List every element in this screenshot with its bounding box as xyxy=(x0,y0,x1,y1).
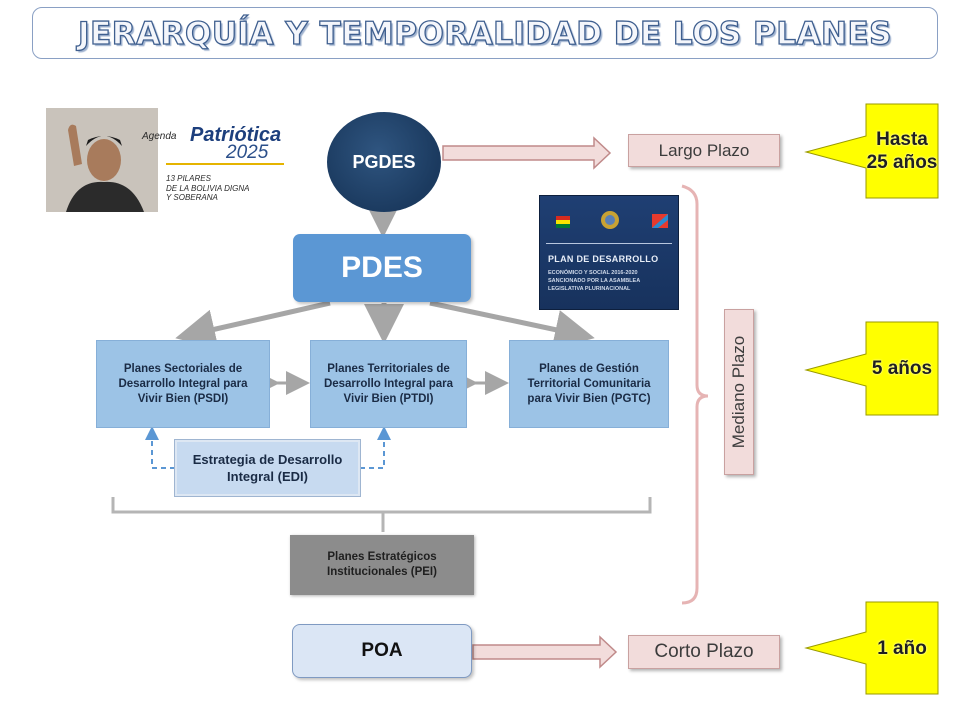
arrow-poa-corto-plazo xyxy=(472,635,618,669)
largo-plazo-box: Largo Plazo xyxy=(628,134,780,167)
node-edi: Estrategia de Desarrollo Integral (EDI) xyxy=(174,439,361,497)
node-ptdi-label: Planes Territoriales de Desarrollo Integ… xyxy=(323,362,454,405)
arrow-pdes-psdi xyxy=(175,300,331,349)
largo-plazo-label: Largo Plazo xyxy=(658,140,750,160)
agenda-label: Agenda xyxy=(142,131,177,142)
node-pdes-label: PDES xyxy=(341,251,423,284)
node-edi-label: Estrategia de Desarrollo Integral (EDI) xyxy=(192,452,343,484)
duration-corto: 1 año xyxy=(866,602,938,694)
cover-divider xyxy=(546,243,672,244)
agenda-name: Patriótica xyxy=(190,124,282,146)
arrow-pgdes-largo-plazo xyxy=(442,136,612,170)
dashed-link-edi-left xyxy=(145,426,175,469)
yellow-callout-shape-largo xyxy=(804,103,939,199)
agenda-subtitle: 13 PILARES DE LA BOLIVIA DIGNA Y SOBERAN… xyxy=(166,174,250,202)
agenda-photo xyxy=(46,108,284,212)
dashed-link-edi-right xyxy=(360,426,391,469)
yellow-callout-shape-mediano xyxy=(804,321,939,416)
cover-subtitle: ECONÓMICO Y SOCIAL 2016-2020 SANCIONADO … xyxy=(548,270,640,292)
mediano-plazo-label: Mediano Plazo xyxy=(729,335,748,449)
node-pgtc-label: Planes de Gestión Territorial Comunitari… xyxy=(527,362,651,405)
node-pei-label: Planes Estratégicos Institucionales (PEI… xyxy=(327,551,437,578)
flags-and-emblem xyxy=(556,211,668,229)
node-ptdi: Planes Territoriales de Desarrollo Integ… xyxy=(310,340,467,428)
mediano-plazo-box: Mediano Plazo xyxy=(724,309,754,475)
node-pgdes-label: PGDES xyxy=(352,151,416,172)
corto-plazo-box: Corto Plazo xyxy=(628,635,780,669)
cover-title: PLAN DE DESARROLLO xyxy=(548,254,659,264)
node-psdi-label: Planes Sectoriales de Desarrollo Integra… xyxy=(118,362,248,405)
node-poa-label: POA xyxy=(361,640,403,661)
node-pgdes: PGDES xyxy=(327,112,441,212)
plan-desarrollo-cover: PLAN DE DESARROLLO ECONÓMICO Y SOCIAL 20… xyxy=(539,195,679,310)
corto-plazo-label: Corto Plazo xyxy=(654,641,754,662)
node-pei: Planes Estratégicos Institucionales (PEI… xyxy=(290,535,474,595)
duration-mediano: 5 años xyxy=(866,322,938,415)
mediano-plazo-brace xyxy=(681,184,709,605)
duration-largo-label: Hasta 25 años xyxy=(866,129,938,173)
node-pgtc: Planes de Gestión Territorial Comunitari… xyxy=(509,340,669,428)
node-psdi: Planes Sectoriales de Desarrollo Integra… xyxy=(96,340,270,428)
duration-largo: Hasta 25 años xyxy=(866,104,938,198)
node-poa: POA xyxy=(292,624,472,678)
agenda-patriotica-logo: Agenda Patriótica 2025 13 PILARES DE LA … xyxy=(46,108,290,218)
arrow-pdes-pgtc xyxy=(429,300,595,350)
duration-mediano-label: 5 años xyxy=(871,358,933,379)
title-banner: JERARQUÍA Y TEMPORALIDAD DE LOS PLANES xyxy=(32,7,938,59)
brace-to-pei xyxy=(111,497,652,532)
duration-corto-label: 1 año xyxy=(877,637,927,659)
node-pdes: PDES xyxy=(293,234,471,302)
page-title: JERARQUÍA Y TEMPORALIDAD DE LOS PLANES xyxy=(77,15,892,52)
agenda-year: 2025 xyxy=(226,142,269,163)
yellow-callout-shape-corto xyxy=(804,601,939,695)
